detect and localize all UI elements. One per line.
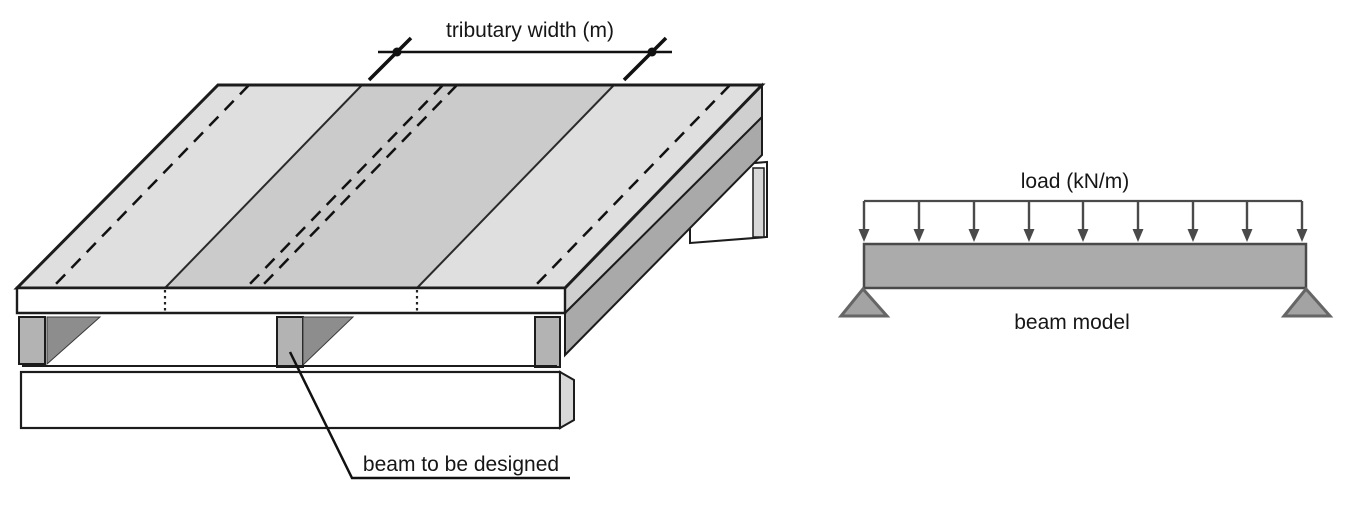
- tributary-boundary-left: [164, 84, 363, 289]
- load-arrow-head: [1132, 229, 1144, 242]
- load-arrow-head: [913, 229, 925, 242]
- load-arrows: [858, 201, 1308, 242]
- beam-line-center-a: [245, 84, 444, 289]
- load-label: load (kN/m): [1020, 170, 1130, 193]
- slab-front-face: [15, 286, 567, 315]
- support-right: [1280, 286, 1334, 318]
- beam-centerlines-dashed: [51, 84, 731, 289]
- support-left: [837, 286, 891, 318]
- designed-beam-face: [276, 316, 304, 368]
- tributary-dimension: [367, 36, 672, 82]
- beam-line-left: [51, 84, 250, 289]
- load-arrow-head: [968, 229, 980, 242]
- beam-line-right: [532, 84, 731, 289]
- edge-beam-left-face: [18, 316, 46, 365]
- beam-line-center-b: [259, 84, 458, 289]
- designed-beam-shadow: [302, 316, 355, 367]
- load-arrow-head: [1187, 229, 1199, 242]
- front-girder-face: [19, 370, 562, 430]
- load-arrow-head: [1241, 229, 1253, 242]
- beam-model-caption: beam model: [1014, 311, 1130, 334]
- front-girder-end: [559, 370, 575, 430]
- floor-beams: [18, 316, 561, 368]
- dimension-tick-right: [622, 36, 668, 82]
- load-arrow-head: [1077, 229, 1089, 242]
- edge-beam-right-face: [534, 316, 561, 368]
- slab-joint-dotted-lines: [163, 290, 419, 312]
- tributary-width-label: tributary width (m): [445, 19, 615, 42]
- floor-system-3d: [13, 36, 768, 480]
- load-arrow-head: [1296, 229, 1308, 242]
- dimension-dot-left: [392, 47, 402, 57]
- edge-beam-left-shadow: [46, 316, 102, 366]
- model-beam: [862, 242, 1308, 290]
- right-girder-end: [752, 167, 765, 238]
- load-arrow-head: [1023, 229, 1035, 242]
- dimension-dot-right: [647, 47, 657, 57]
- tributary-boundary-right: [416, 84, 615, 289]
- dimension-tick-left: [367, 36, 413, 82]
- front-girder: [19, 370, 575, 430]
- tributary-strip: [165, 85, 614, 288]
- beam-model: [837, 199, 1334, 318]
- load-arrow-head: [858, 229, 870, 242]
- callout-leader-line: [288, 351, 570, 480]
- beam-to-be-designed-label: beam to be designed: [362, 453, 560, 476]
